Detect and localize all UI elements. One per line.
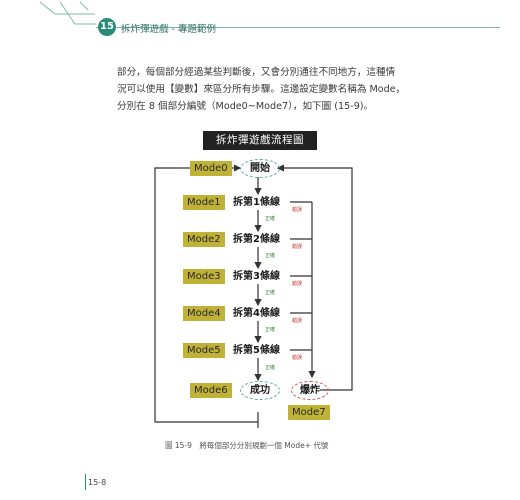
success-node: 成功 <box>240 381 280 400</box>
page-number: 15-8 <box>88 478 107 487</box>
chapter-badge: 15 <box>98 18 116 36</box>
correct-label-2: 正確 <box>265 253 276 259</box>
correct-label-3: 正確 <box>265 290 276 296</box>
mode3-tag: Mode3 <box>183 269 225 284</box>
explode-node: 爆炸 <box>291 381 329 400</box>
step4-node: 拆第4條線 <box>233 308 280 319</box>
mode4-tag: Mode4 <box>183 306 225 321</box>
header-rule <box>96 27 500 28</box>
paragraph-line-1: 部分，每個部分經過某些判斷後，又會分別通往不同地方，這種情 <box>117 67 396 78</box>
figure-title: 拆炸彈遊戲流程圖 <box>203 131 317 150</box>
mode6-tag: Mode6 <box>190 383 232 398</box>
header-decoration <box>39 1 96 25</box>
step3-node: 拆第3條線 <box>233 271 280 282</box>
step2-node: 拆第2條線 <box>233 234 280 245</box>
step1-node: 拆第1條線 <box>233 197 280 208</box>
start-node: 開始 <box>240 159 280 178</box>
correct-label-1: 正確 <box>265 216 276 222</box>
wrong-label-3: 錯誤 <box>292 281 303 287</box>
correct-label-5: 正確 <box>265 365 276 371</box>
page-number-bar <box>85 474 86 490</box>
header-title: 拆炸彈遊戲 - 專題範例 <box>121 24 216 35</box>
mode1-tag: Mode1 <box>183 195 225 210</box>
figure-caption: 圖 15-9 將每個部分分別規劃一個 Mode+ 代號 <box>165 441 329 450</box>
step5-node: 拆第5條線 <box>233 345 280 356</box>
correct-label-4: 正確 <box>265 327 276 333</box>
wrong-label-5: 錯誤 <box>292 355 303 361</box>
paragraph-line-3: 分別在 8 個部分編號（Mode0~Mode7），如下圖 (15-9)。 <box>117 101 374 112</box>
mode7-tag: Mode7 <box>288 405 330 420</box>
mode5-tag: Mode5 <box>183 343 225 358</box>
wrong-label-2: 錯誤 <box>292 244 303 250</box>
wrong-label-1: 錯誤 <box>292 207 303 213</box>
paragraph-line-2: 況可以使用【變數】來區分所有步驟。這邊設定變數名稱為 Mode， <box>117 84 406 95</box>
mode0-tag: Mode0 <box>190 161 232 176</box>
wrong-label-4: 錯誤 <box>292 318 303 324</box>
mode2-tag: Mode2 <box>183 232 225 247</box>
